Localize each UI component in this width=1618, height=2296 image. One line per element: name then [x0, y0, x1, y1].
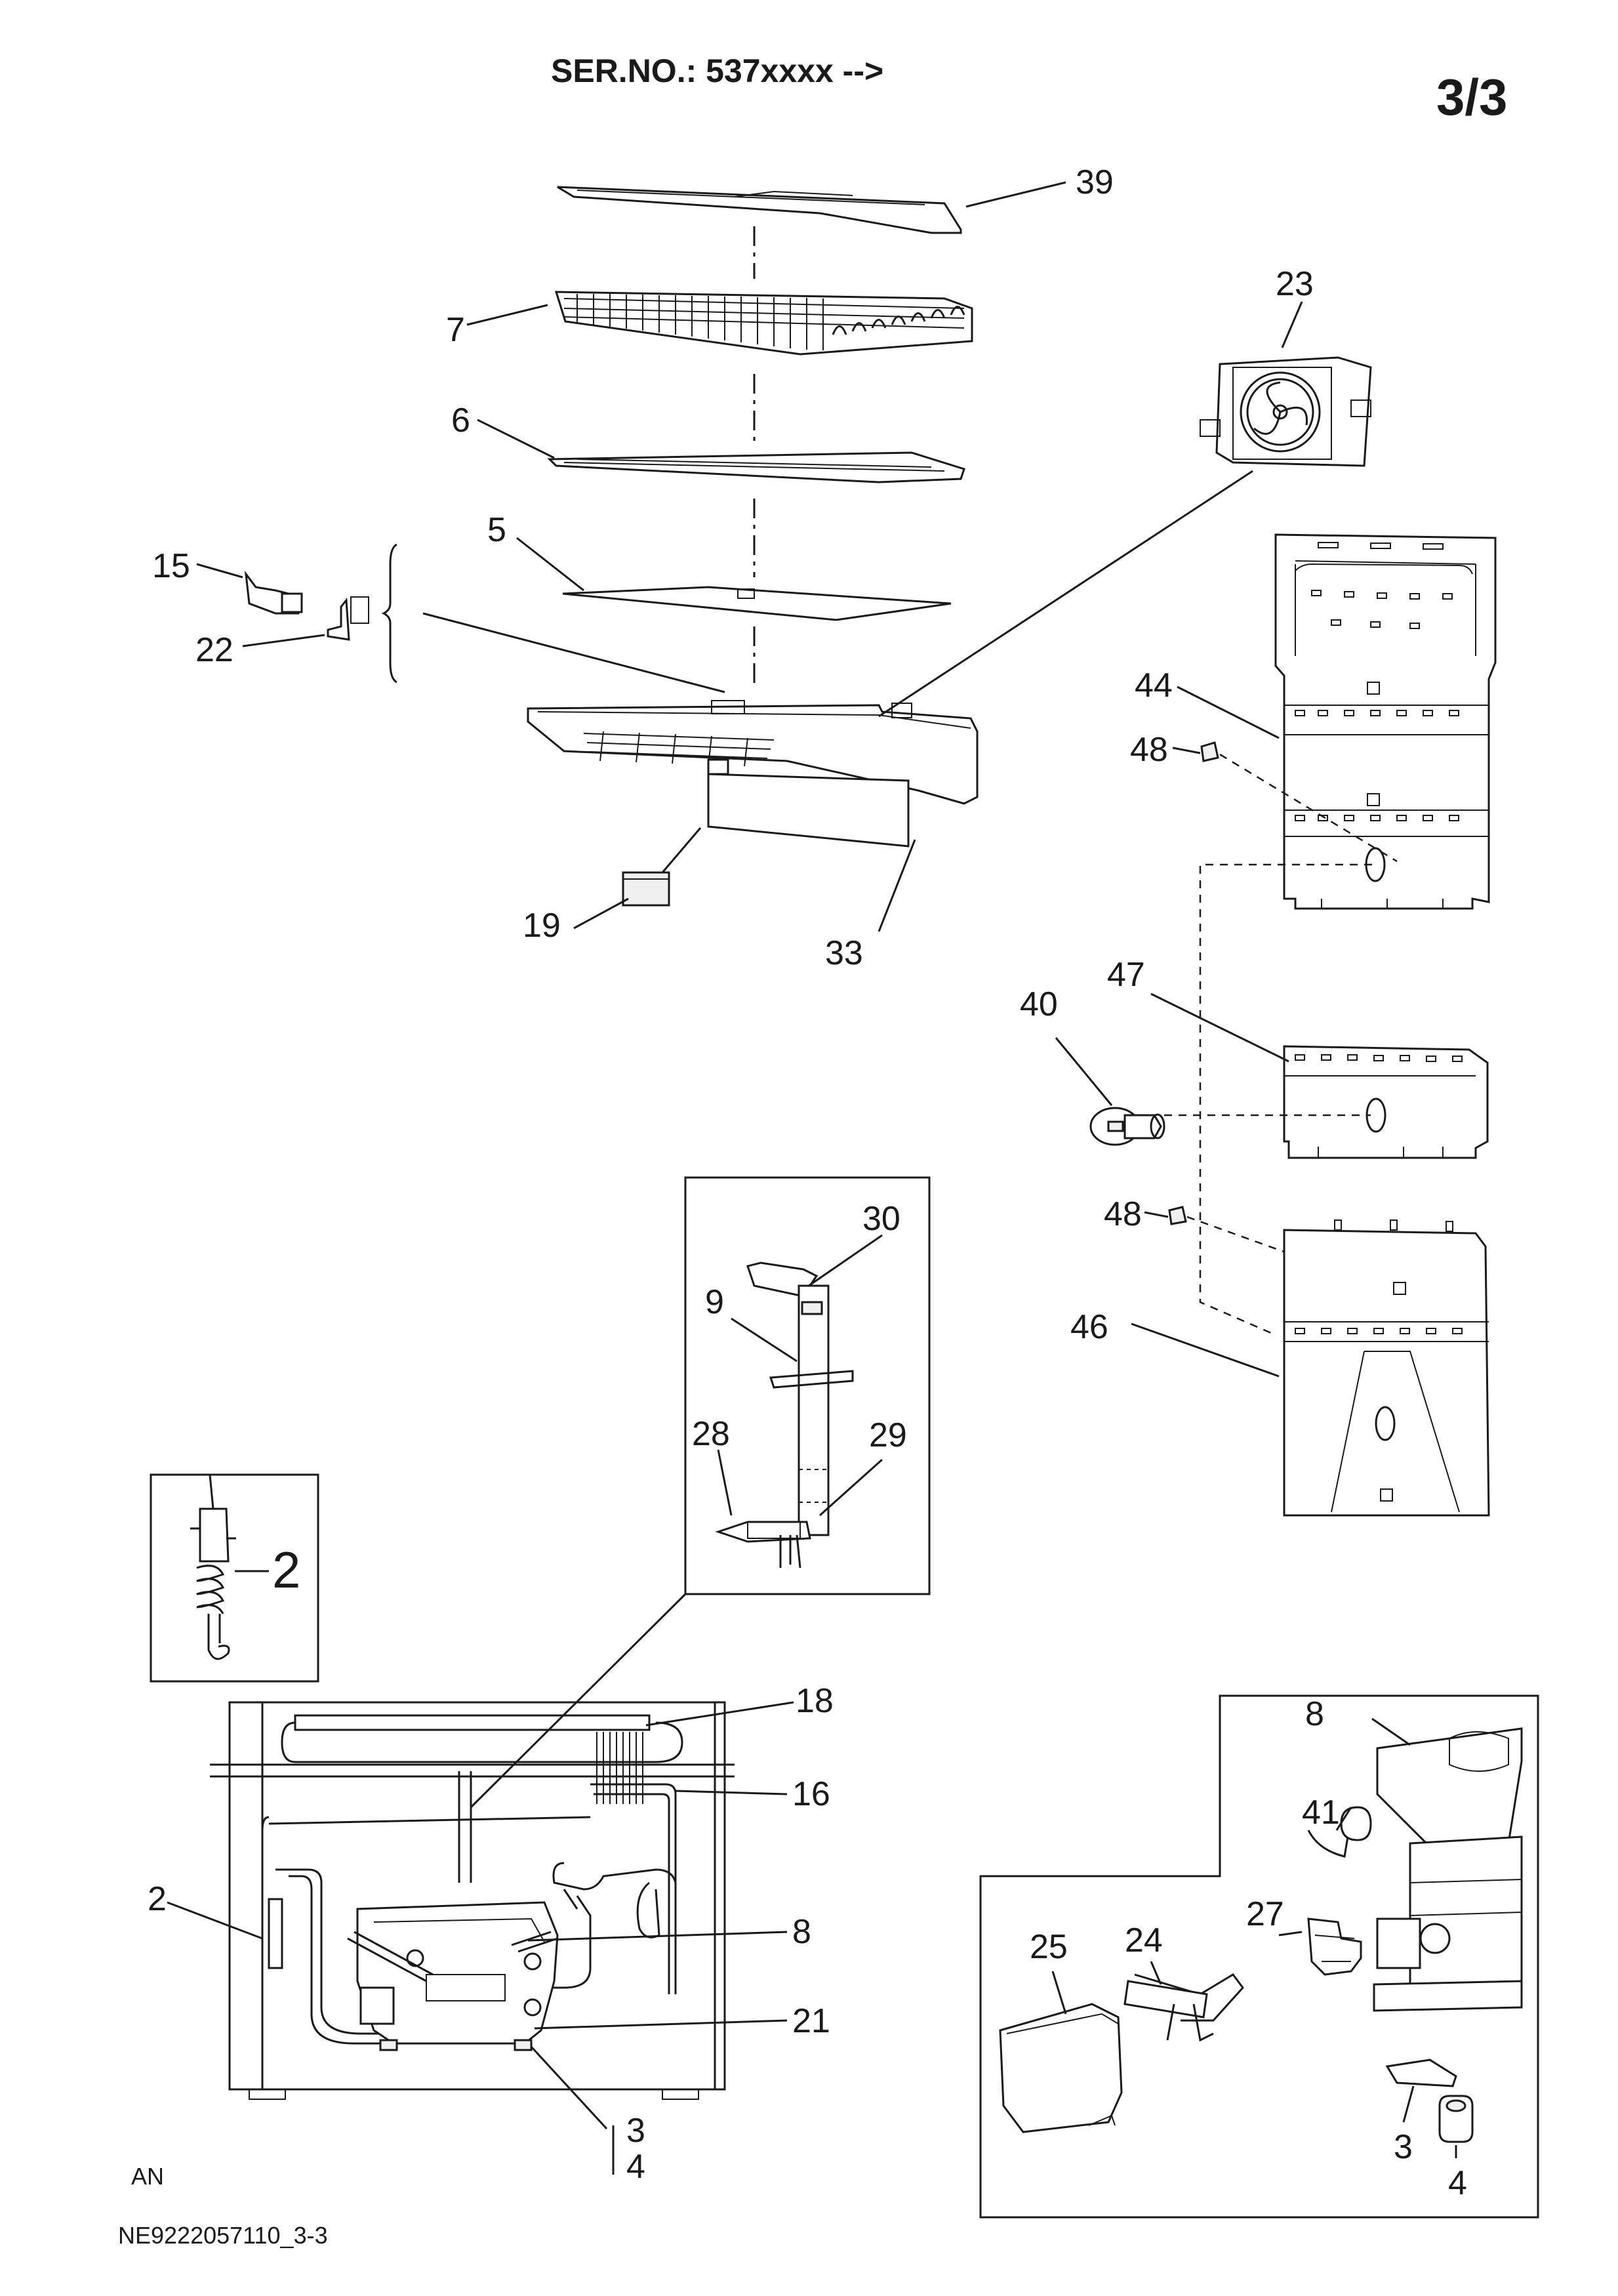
callout-40: 40 — [1020, 985, 1058, 1023]
part-23-fan — [1200, 301, 1372, 467]
callout-3-main: 3 — [626, 2112, 645, 2150]
callout-29: 29 — [869, 1416, 907, 1454]
callout-44: 44 — [1135, 666, 1173, 705]
part-47-panel — [1150, 993, 1489, 1159]
callout-47: 47 — [1107, 956, 1145, 994]
callout-16: 16 — [792, 1775, 830, 1813]
serial-number-header: SER.NO.: 537xxxx --> — [551, 52, 883, 89]
part-48-clip-lower — [1144, 1206, 1398, 1294]
callout-23: 23 — [1276, 265, 1314, 303]
inset-heater-coil — [150, 1473, 319, 1683]
callout-15: 15 — [152, 547, 190, 585]
part-7-evaporator — [466, 291, 973, 356]
callout-30: 30 — [862, 1200, 900, 1238]
callout-19: 19 — [523, 907, 561, 945]
part-39-cover — [557, 181, 1066, 234]
part-40-knob — [1055, 1037, 1371, 1146]
callout-39: 39 — [1076, 163, 1114, 201]
callout-5: 5 — [487, 511, 506, 549]
callout-9: 9 — [705, 1283, 724, 1321]
language-code: AN — [131, 2163, 164, 2190]
callout-3-inset: 3 — [1394, 2128, 1413, 2166]
main-view-leaders — [167, 1701, 794, 2175]
callout-2-inset: 2 — [272, 1541, 300, 1599]
callout-4-inset: 4 — [1448, 2164, 1467, 2202]
callout-28: 28 — [692, 1415, 730, 1453]
callout-48-lower: 48 — [1104, 1195, 1142, 1233]
callout-22: 22 — [195, 631, 233, 669]
callout-25: 25 — [1030, 1928, 1068, 1966]
callout-24: 24 — [1125, 1921, 1163, 1959]
callout-4-main: 4 — [626, 2148, 645, 2186]
part-6-shelf — [477, 419, 965, 483]
callout-21: 21 — [792, 2002, 830, 2040]
document-code: NE9222057110_3-3 — [118, 2222, 328, 2249]
part-15-22-clips — [196, 543, 725, 693]
callout-33: 33 — [825, 934, 863, 972]
callout-18: 18 — [796, 1682, 834, 1720]
callout-48-upper: 48 — [1130, 731, 1168, 769]
inset-thermostat-tube — [684, 1176, 931, 1595]
callout-7: 7 — [446, 311, 465, 349]
freezer-compartment — [527, 470, 1253, 848]
part-5-plate — [516, 537, 952, 621]
part-44-back-panel — [1177, 533, 1497, 910]
part-19-33 — [573, 827, 916, 932]
callout-2-main: 2 — [148, 1880, 167, 1918]
callout-8-main: 8 — [792, 1913, 811, 1951]
callout-46: 46 — [1070, 1308, 1108, 1346]
inset-leader — [470, 1593, 687, 1809]
callout-41: 41 — [1302, 1794, 1340, 1832]
page-indicator: 3/3 — [1436, 68, 1507, 126]
part-48-clip-upper — [1172, 741, 1398, 1336]
part-46-panel — [1131, 1220, 1490, 1517]
inset-compressor-electrics — [979, 1694, 1539, 2219]
fridge-back-view — [210, 1701, 735, 2100]
callout-6: 6 — [451, 401, 470, 440]
callout-27: 27 — [1246, 1895, 1284, 1933]
callout-8-inset: 8 — [1305, 1695, 1324, 1733]
